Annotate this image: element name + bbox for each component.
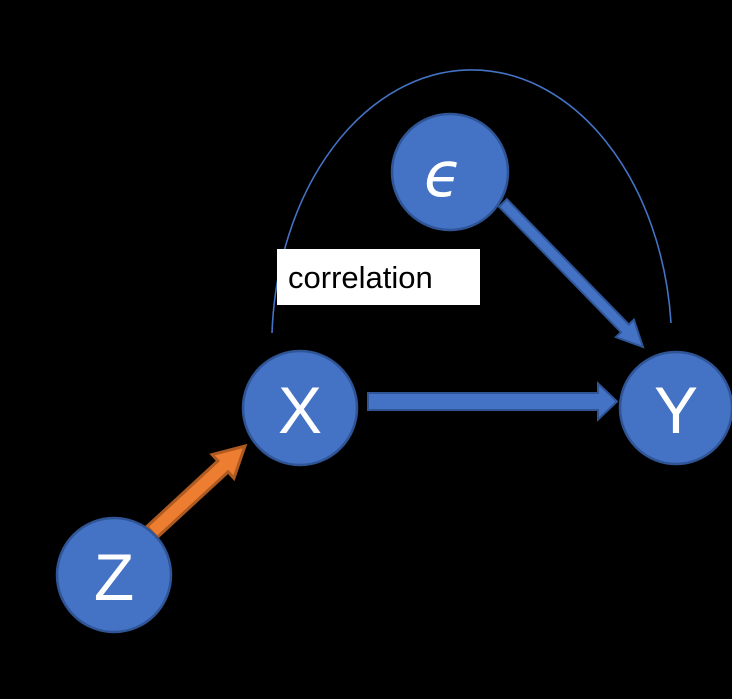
correlation-label-group: correlation [277,249,480,305]
node-x-label: X [278,373,322,447]
arrow-x-to-y [367,381,619,422]
node-epsilon-label: ϵ [424,138,462,211]
node-z-circle [55,516,173,634]
node-x-circle [241,349,359,467]
correlation-label-box [277,249,480,305]
correlation-label: correlation [288,260,433,295]
node-y-circle [618,350,732,466]
node-z-label: Z [94,540,134,614]
node-y-label: Y [654,373,698,447]
arrow-epsilon-to-y [497,197,645,349]
node-z: Z [55,516,173,634]
correlation-arc [271,69,672,334]
node-y: Y [618,350,732,466]
node-epsilon-circle [390,112,510,232]
node-epsilon: ϵ [390,112,510,232]
arrow-z-to-x [144,443,248,540]
node-x: X [241,349,359,467]
